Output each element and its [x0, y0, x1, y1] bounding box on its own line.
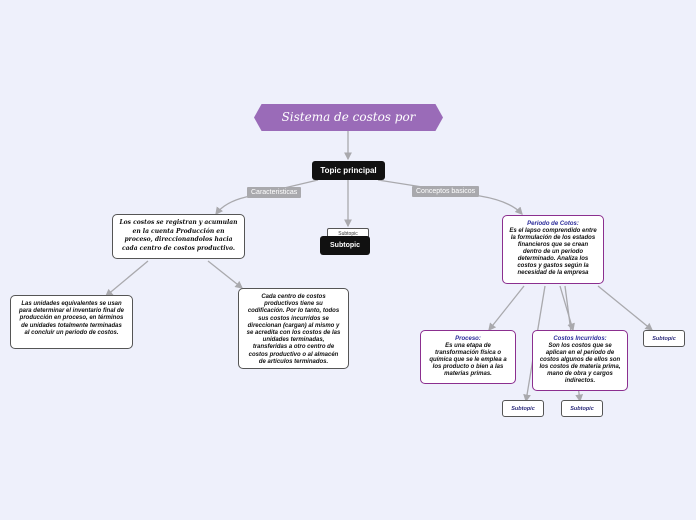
- main-topic[interactable]: Topic principal: [312, 161, 385, 180]
- root-topic[interactable]: Sistema de costos por procesos: [254, 104, 443, 131]
- costos-incurridos-box[interactable]: Costos Incurridos: Son los costos que se…: [532, 330, 628, 391]
- link-right-costos: [559, 285, 575, 332]
- costos-incurridos-title: Costos Incurridos:: [553, 336, 607, 342]
- label-conceptos-basicos: Conceptos basicos: [412, 186, 480, 197]
- costos-incurridos-text: Son los costos que se aplican en el peri…: [539, 343, 621, 384]
- left-child-1-text: Las unidades equivalentes se usan para d…: [18, 301, 125, 336]
- proceso-title: Proceso:: [455, 336, 481, 342]
- periodo-text: Es el lapso comprendido entre la formula…: [509, 228, 597, 276]
- left-topic-text: Los costos se registran y acumulan en la…: [119, 219, 238, 252]
- label-caracteristicas: Caracteristicas: [247, 187, 302, 198]
- proceso-text: Es una etapa de transformación física o …: [429, 343, 507, 377]
- subtopic-right[interactable]: Subtopic: [643, 330, 685, 347]
- link-left-child2: [207, 260, 244, 289]
- left-child-cost-centers[interactable]: Cada centro de costos productivos tiene …: [238, 288, 349, 369]
- link-right-proceso: [488, 285, 525, 332]
- link-topic-right: [377, 179, 523, 215]
- link-right-subtopic: [597, 285, 654, 331]
- link-left-child1: [105, 260, 149, 297]
- periodo-title: Periodo de Cotos:: [527, 221, 579, 227]
- periodo-de-costos-box[interactable]: Periodo de Cotos: Es el lapso comprendid…: [502, 215, 604, 284]
- proceso-box[interactable]: Proceso: Es una etapa de transformación …: [420, 330, 516, 384]
- subtopic-center[interactable]: Subtopic: [320, 236, 370, 255]
- link-topic-left: [215, 179, 319, 216]
- subtopic-bottom-1[interactable]: Subtopic: [502, 400, 544, 417]
- left-child-2-text: Cada centro de costos productivos tiene …: [246, 294, 341, 365]
- subtopic-bottom-2[interactable]: Subtopic: [561, 400, 603, 417]
- left-child-equivalent-units[interactable]: Las unidades equivalentes se usan para d…: [10, 295, 133, 349]
- left-topic-box[interactable]: Los costos se registran y acumulan en la…: [112, 214, 245, 259]
